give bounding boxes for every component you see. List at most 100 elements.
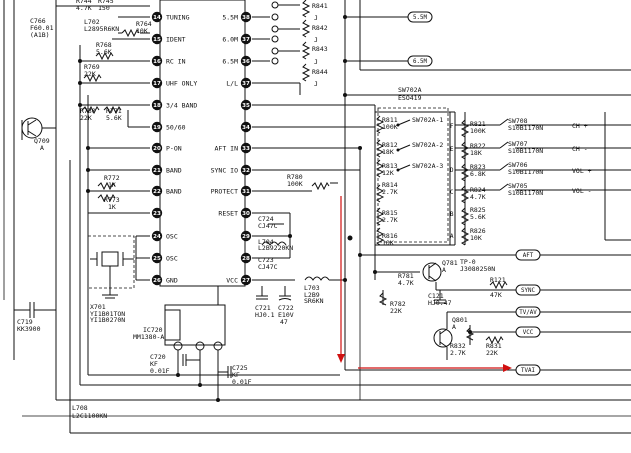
r768-val-label: 5.6K xyxy=(96,48,112,56)
r842-val-label: J xyxy=(314,36,318,44)
r815-label: R815 xyxy=(382,209,398,217)
ic-pin-number: 37 xyxy=(242,37,250,43)
ic-pin-label: GND xyxy=(166,277,178,285)
ch-minus-label: CH - xyxy=(572,145,588,153)
r844-val-label: J xyxy=(314,80,318,88)
ic-pin-label: PROTECT xyxy=(211,188,238,196)
sw702a-2-label: SW702A-2 xyxy=(412,141,443,149)
r843-label: R843 xyxy=(312,45,328,53)
conn-vcc xyxy=(515,326,541,338)
r824-label: R824 xyxy=(470,186,486,194)
ic-pin-label: BAND xyxy=(166,167,182,175)
c121-val-label: HJ0.47 xyxy=(428,299,452,307)
q801-val-label: A xyxy=(452,323,456,331)
ic-pin-15 xyxy=(151,33,163,45)
l703-val2-label: SR6KN xyxy=(304,297,324,305)
ic-pin-16 xyxy=(151,55,163,67)
r826-val-label: 10K xyxy=(470,234,482,242)
q709-label: Q709 xyxy=(34,137,50,145)
ic-pin-label: 6.5M xyxy=(222,58,238,66)
q781-val-label: A xyxy=(442,266,446,274)
ic-pin-25 xyxy=(151,252,163,264)
sw702a-tap-label: F xyxy=(450,124,454,130)
ic-pin-label: RESET xyxy=(218,210,238,218)
ic-pin-number: 19 xyxy=(153,125,161,131)
c725-val2-label: 0.01F xyxy=(232,378,252,386)
ic-pin-number: 28 xyxy=(242,256,250,262)
ic-pin-34 xyxy=(240,121,252,133)
sw707-part-label: S10B1170N xyxy=(508,147,543,155)
ic-pin-label: OSC xyxy=(166,233,178,241)
conn-vcc-label: VCC xyxy=(523,330,534,336)
r824-val-label: 4.7K xyxy=(470,193,486,201)
ic-pin-number: 31 xyxy=(242,189,250,195)
r764-val-label: 10K xyxy=(136,27,148,35)
sw702a-1-label: SW702A-1 xyxy=(412,116,443,124)
ic720-label: IC720 xyxy=(143,326,163,334)
ic-pin-number: 29 xyxy=(242,234,250,240)
c720-val-label: KF xyxy=(150,360,158,368)
r813-label: R813 xyxy=(382,162,398,170)
l708-label: L708 xyxy=(72,404,88,412)
ic-pin-label: 6.0M xyxy=(222,36,238,44)
ic-pin-label: VCC xyxy=(226,277,238,285)
conn-sync-label: SYNC xyxy=(521,288,535,294)
c725-val-label: KF xyxy=(232,371,240,379)
c722-val2-label: 47 xyxy=(280,318,288,326)
r841-label: R841 xyxy=(312,2,328,10)
r831-val-label: 22K xyxy=(486,349,498,357)
r744-val-label: 4.7K xyxy=(76,4,92,12)
ic-pin-number: 26 xyxy=(153,278,161,284)
q781-label: Q781 xyxy=(442,259,458,267)
r826-label: R826 xyxy=(470,227,486,235)
conn-tvai-label: TVAI xyxy=(521,368,535,374)
r773-label: R773 xyxy=(104,196,120,204)
r815-val-label: 2.7K xyxy=(382,216,398,224)
ic-pin-label: L/L xyxy=(226,80,238,88)
r773-val-label: 1K xyxy=(108,203,116,211)
r811-label: R811 xyxy=(382,116,398,124)
right-top-wiring xyxy=(252,0,631,230)
c724-label: C724 xyxy=(258,215,274,223)
r832-label: R832 xyxy=(450,342,466,350)
r814-label: R814 xyxy=(382,181,398,189)
conn-aft-label: AFT xyxy=(523,253,534,259)
ic-pin-37 xyxy=(240,77,252,89)
c721-label: C721 xyxy=(255,304,271,312)
sw702a-tap-label: E xyxy=(450,147,454,153)
sw702a-tap-label: C xyxy=(450,190,454,196)
x701-val-label: YI1B01TON xyxy=(90,310,125,318)
c719-label: C719 xyxy=(17,318,33,326)
ic-pin-23 xyxy=(151,207,163,219)
ic-pin-20 xyxy=(151,142,163,154)
conn-tv-av xyxy=(515,306,541,318)
ic-pin-label: IDENT xyxy=(166,36,186,44)
junction-dots xyxy=(78,15,472,402)
r730-val-label: 22K xyxy=(80,114,92,122)
sw706-label: SW706 xyxy=(508,161,528,169)
c766-val1-label: F60.01 xyxy=(30,24,54,32)
r769-val-label: 22K xyxy=(84,70,96,78)
ic-pin-19 xyxy=(151,121,163,133)
ic-pin-number: 35 xyxy=(242,103,250,109)
l703-label: L703 xyxy=(304,284,320,292)
sw702a-3-label: SW702A-3 xyxy=(412,162,443,170)
ic-pin-37 xyxy=(240,33,252,45)
ic-pin-number: 21 xyxy=(153,168,161,174)
ic-pin-31 xyxy=(240,185,252,197)
ic-pin-label: 5.5M xyxy=(222,14,238,22)
l702-val-label: L2895R6KN xyxy=(84,25,119,33)
sw705-part-label: S10B1170N xyxy=(508,189,543,197)
r822-val-label: 18K xyxy=(470,149,482,157)
ic-pin-label: TUNING xyxy=(166,14,190,22)
conn-aft xyxy=(515,249,541,261)
sw702a-tap-label: A xyxy=(450,234,454,240)
ic-pin-38 xyxy=(240,11,252,23)
ic-pin-22 xyxy=(151,185,163,197)
sw702a-tap-label: B xyxy=(450,212,454,218)
r771-val-label: 5.6K xyxy=(106,114,122,122)
ic-pin-label: 3/4 BAND xyxy=(166,102,197,110)
ic-pin-28 xyxy=(240,252,252,264)
